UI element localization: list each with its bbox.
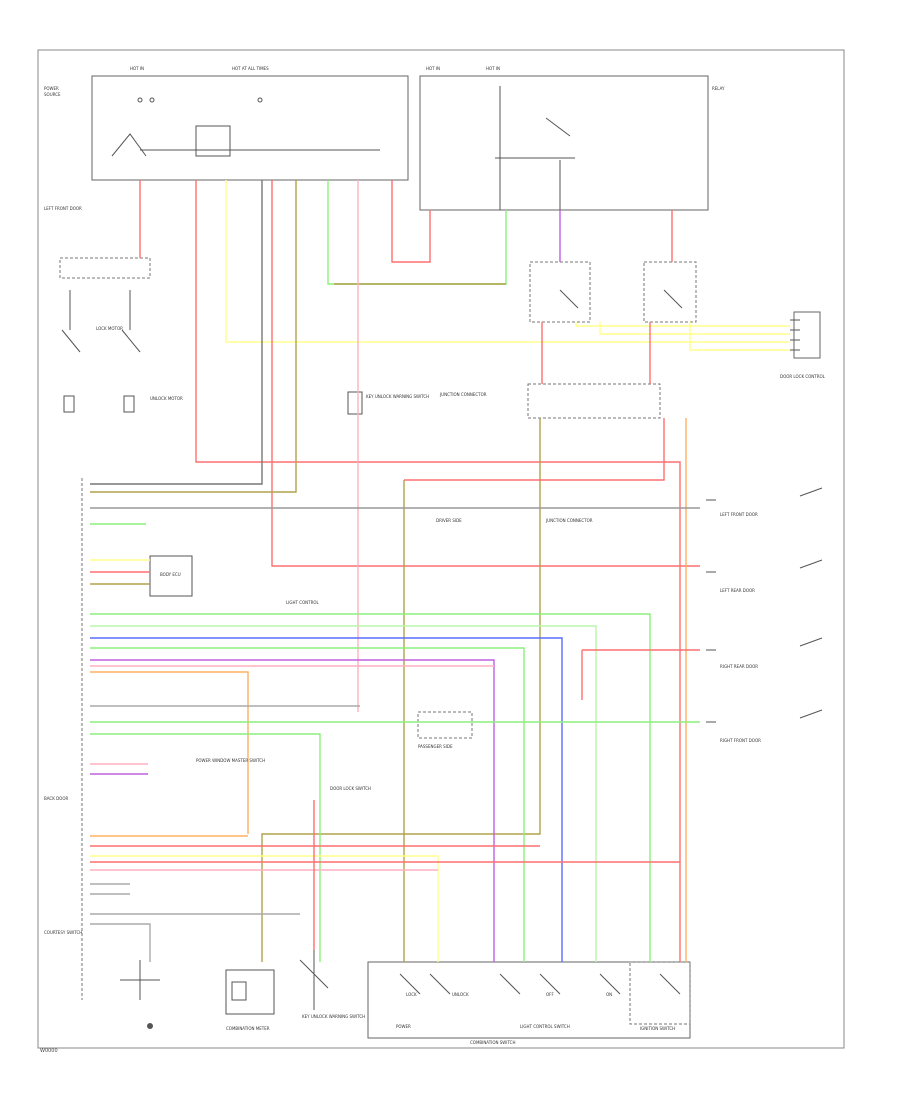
svg-text:HOT IN: HOT IN xyxy=(486,66,500,71)
key-unlock-switch xyxy=(347,391,363,415)
wire-group xyxy=(90,180,790,962)
wire-red-2 xyxy=(195,180,681,962)
svg-text:BACK DOOR: BACK DOOR xyxy=(44,796,68,801)
left-door-switch-box xyxy=(59,257,151,413)
svg-text:JUNCTION CONNECTOR: JUNCTION CONNECTOR xyxy=(545,518,593,523)
combination-switch-box xyxy=(367,961,691,1039)
svg-text:COMBINATION METER: COMBINATION METER xyxy=(226,1026,270,1031)
wire-green-7 xyxy=(90,733,321,962)
wire-gray-4 xyxy=(90,883,130,895)
wire-yellow-1 xyxy=(225,180,790,343)
wire-red-8 xyxy=(404,418,665,481)
svg-text:UNLOCK MOTOR: UNLOCK MOTOR xyxy=(150,396,183,401)
svg-text:UNLOCK: UNLOCK xyxy=(452,992,469,997)
wire-gray-5 xyxy=(90,913,300,962)
top-left-fuse-box xyxy=(91,75,409,181)
wire-red-3 xyxy=(271,180,700,567)
svg-text:LEFT FRONT DOOR: LEFT FRONT DOOR xyxy=(44,206,82,211)
svg-text:LOCK: LOCK xyxy=(406,992,417,997)
wire-gray-1 xyxy=(90,180,263,485)
svg-text:IGNITION SWITCH: IGNITION SWITCH xyxy=(640,1026,675,1031)
junction-connector-mid xyxy=(527,383,661,419)
svg-text:LIGHT CONTROL: LIGHT CONTROL xyxy=(286,600,320,605)
svg-text:HOT IN: HOT IN xyxy=(426,66,440,71)
svg-text:LOCK MOTOR: LOCK MOTOR xyxy=(96,326,123,331)
svg-text:ON: ON xyxy=(606,992,612,997)
wire-yellow-6 xyxy=(90,855,439,962)
body-ecu-connector xyxy=(81,478,193,1000)
svg-text:RIGHT FRONT DOOR: RIGHT FRONT DOOR xyxy=(720,738,761,743)
svg-text:LEFT REAR DOOR: LEFT REAR DOOR xyxy=(720,588,755,593)
wire-yellow-2 xyxy=(575,322,790,327)
svg-text:LIGHT CONTROL SWITCH: LIGHT CONTROL SWITCH xyxy=(520,1024,570,1029)
wire-red-4 xyxy=(391,180,431,263)
door-switches-right xyxy=(706,487,823,723)
svg-text:JUNCTION CONNECTOR: JUNCTION CONNECTOR xyxy=(439,392,487,397)
svg-text:DOOR LOCK SWITCH: DOOR LOCK SWITCH xyxy=(330,786,371,791)
svg-text:HOT AT ALL TIMES: HOT AT ALL TIMES xyxy=(232,66,269,71)
svg-text:BODY ECU: BODY ECU xyxy=(160,572,181,577)
wire-olive-1 xyxy=(90,180,297,493)
wire-olive-3 xyxy=(261,418,541,962)
ignition-switch xyxy=(299,950,329,1010)
wire-green-5 xyxy=(90,647,525,962)
svg-text:COMBINATION SWITCH: COMBINATION SWITCH xyxy=(470,1040,515,1045)
svg-text:POWER: POWER xyxy=(44,86,59,91)
svg-text:KEY UNLOCK WARNING SWITCH: KEY UNLOCK WARNING SWITCH xyxy=(302,1014,365,1019)
wire-blue-1 xyxy=(90,637,563,962)
lock-relay-block xyxy=(529,261,697,323)
wire-yellow-4 xyxy=(689,322,790,351)
door-lock-connector-right xyxy=(790,311,821,359)
junction-connector-center xyxy=(417,711,473,739)
svg-text:KEY UNLOCK WARNING SWITCH: KEY UNLOCK WARNING SWITCH xyxy=(366,394,429,399)
courtesy-switch-left xyxy=(120,960,160,1029)
svg-text:DOOR LOCK CONTROL: DOOR LOCK CONTROL xyxy=(780,374,826,379)
svg-text:COURTESY SWITCH: COURTESY SWITCH xyxy=(44,930,82,935)
wire-orange-2 xyxy=(90,671,249,834)
wire-yellow-3 xyxy=(599,322,790,335)
label-group: POWER SOURCE HOT IN HOT AT ALL TIMES HOT… xyxy=(44,66,826,1045)
svg-text:POWER WINDOW MASTER SWITCH: POWER WINDOW MASTER SWITCH xyxy=(196,758,265,763)
top-right-relay-box xyxy=(419,75,709,211)
svg-text:DRIVER SIDE: DRIVER SIDE xyxy=(436,518,462,523)
svg-text:PASSENGER SIDE: PASSENGER SIDE xyxy=(418,744,453,749)
wire-green-4 xyxy=(90,625,597,962)
combination-meter xyxy=(225,969,275,1015)
svg-text:RELAY: RELAY xyxy=(712,86,725,91)
page-reference: W0000 xyxy=(40,1048,58,1054)
svg-text:RIGHT REAR DOOR: RIGHT REAR DOOR xyxy=(720,664,758,669)
diagram-frame xyxy=(37,49,845,1049)
svg-text:POWER: POWER xyxy=(396,1024,411,1029)
svg-text:HOT IN: HOT IN xyxy=(130,66,144,71)
svg-text:OFF: OFF xyxy=(546,992,554,997)
svg-text:LEFT FRONT DOOR: LEFT FRONT DOOR xyxy=(720,512,758,517)
svg-text:SOURCE: SOURCE xyxy=(44,92,61,97)
wire-green-3 xyxy=(90,613,651,962)
wire-green-1 xyxy=(327,180,507,285)
